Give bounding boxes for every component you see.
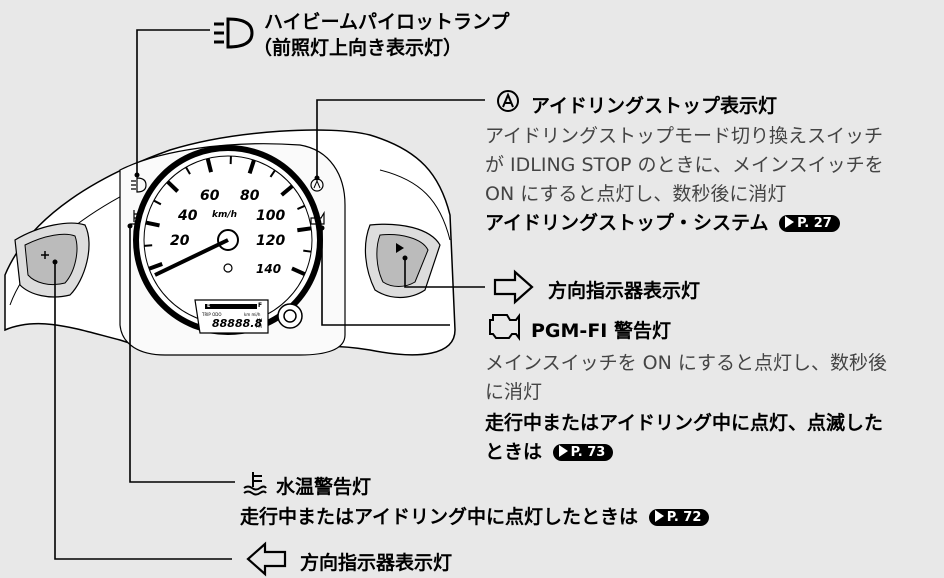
page-ref-arrow-icon — [654, 510, 664, 522]
gauge-tick-40: 40 — [178, 208, 198, 224]
pgmfi-ref: ときは P. 73 — [485, 437, 614, 464]
water-title: 水温警告灯 — [276, 476, 372, 498]
idling-title: アイドリングストップ表示灯 — [531, 95, 778, 117]
gauge-tick-60: 60 — [200, 188, 220, 204]
water-temp-icon — [243, 472, 267, 496]
hibeam-indicator — [131, 177, 147, 193]
idling-ref-link[interactable]: P. 27 — [779, 215, 840, 232]
leader-dots — [52, 172, 408, 265]
gauge-tick-mark — [185, 166, 191, 175]
gauge-tick-mark — [280, 184, 294, 197]
water-bold: 走行中またはアイドリング中に点灯したときは — [240, 506, 639, 528]
gauge-tick-140: 140 — [256, 262, 282, 276]
gauge-tick-mark — [291, 266, 306, 276]
gauge-tick-mark — [269, 169, 276, 178]
pgmfi-indicator — [310, 210, 325, 225]
pgmfi-ref-page: P. 73 — [570, 445, 606, 460]
lcd-pm: PM — [256, 324, 262, 329]
pgmfi-ref-link[interactable]: P. 73 — [552, 444, 614, 461]
leader-lines — [54, 29, 485, 560]
fuel-f-label: F — [258, 302, 263, 309]
left-turn-pod — [14, 222, 90, 298]
gauge-tick-mark — [297, 204, 306, 211]
turn-left-title: 方向指示器表示灯 — [300, 552, 453, 574]
idling-ref-page: P. 27 — [797, 216, 832, 231]
gauge-tick-mark — [166, 180, 180, 193]
lcd-unit-label: km mi/h — [244, 312, 261, 317]
pgmfi-desc-1: メインスイッチを ON にすると点灯し、数秒後 — [485, 352, 888, 374]
gauge-tick-20: 20 — [170, 233, 190, 249]
page-ref-arrow-icon — [558, 445, 568, 457]
gauge-tick-mark — [144, 244, 153, 247]
lcd-panel — [194, 299, 269, 334]
gauge-tick-mark — [148, 262, 163, 271]
gauge-tick-mark — [303, 249, 312, 253]
idling-desc-1: アイドリングストップモード切り換えスイッチ — [485, 125, 884, 147]
gauge-tick-mark — [297, 226, 312, 233]
gauge-tick-mark — [247, 159, 256, 175]
pgmfi-title: PGM-FI 警告灯 — [531, 320, 671, 342]
idling-stop-icon — [497, 90, 519, 112]
turn-right-title: 方向指示器表示灯 — [548, 280, 701, 302]
gauge-tick-mark — [205, 158, 214, 173]
gauge-tick-mark — [145, 220, 160, 228]
water-ref: 走行中またはアイドリング中に点灯したときは P. 72 — [240, 502, 710, 529]
hibeam-subtitle: （前照灯上向き表示灯） — [253, 37, 463, 59]
water-temp-indicator — [130, 210, 138, 225]
fuel-e-label: E — [207, 303, 211, 309]
gauge-unit: km/h — [212, 210, 238, 220]
water-ref-page: P. 72 — [666, 510, 702, 525]
hibeam-icon — [214, 17, 254, 49]
pgmfi-desc-2: に消灯 — [485, 381, 543, 403]
idling-ref-label: アイドリングストップ・システム — [485, 212, 769, 234]
page-ref-arrow-icon — [785, 216, 795, 228]
idling-desc-3: ON にすると点灯し、数秒後に消灯 — [485, 183, 787, 205]
gauge-tick-100: 100 — [256, 208, 286, 224]
left-arrow-icon — [246, 541, 287, 577]
idling-desc-2: が IDLING STOP のときに、メインスイッチを — [485, 154, 884, 176]
right-arrow-icon — [493, 269, 534, 305]
idling-ref: アイドリングストップ・システム P. 27 — [485, 208, 840, 235]
right-turn-pod — [364, 223, 441, 299]
gauge-tick-120: 120 — [256, 233, 286, 249]
lcd-am: AM — [256, 318, 263, 323]
gauge-tick-80: 80 — [240, 188, 260, 204]
lcd-digits: 88888.8 — [212, 317, 263, 330]
lcd-trip-label: TRIP ODO — [202, 312, 222, 317]
pgmfi-bold-1: 走行中またはアイドリング中に点灯、点滅した — [485, 412, 884, 434]
water-ref-link[interactable]: P. 72 — [648, 509, 710, 526]
speedometer — [133, 145, 323, 335]
gauge-tick-mark — [153, 199, 162, 206]
pgmfi-bold-2: ときは — [485, 441, 543, 463]
engine-icon — [489, 313, 520, 341]
hibeam-title: ハイビームパイロットランプ — [264, 11, 510, 33]
